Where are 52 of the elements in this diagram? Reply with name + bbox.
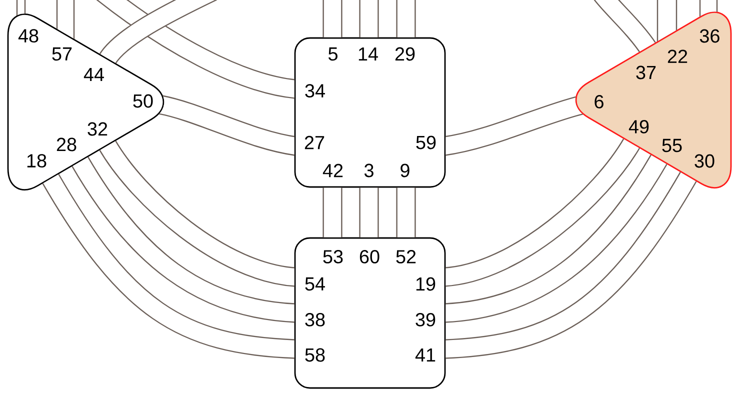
gate-number: 19: [416, 277, 436, 291]
gate-number: 18: [27, 154, 46, 168]
channel: [322, 0, 342, 39]
gate-number: 28: [56, 138, 76, 152]
gate-number: 37: [636, 66, 656, 80]
gate-number: 14: [358, 48, 378, 61]
gate-number: 42: [322, 164, 343, 178]
gate-number: 27: [304, 136, 324, 150]
gate-number: 36: [700, 29, 720, 43]
channel: [699, 0, 718, 18]
gate-number: 5: [328, 47, 338, 61]
gate-number: 49: [628, 120, 649, 134]
gate-number: 52: [396, 250, 416, 264]
channel: [99, 0, 218, 66]
channel: [16, 0, 26, 17]
gate-number: 58: [305, 348, 325, 362]
gate-number: 3: [364, 164, 374, 178]
channel: [56, 0, 75, 40]
gate-number: 9: [400, 164, 410, 178]
rounded-square: [294, 237, 446, 389]
channel: [359, 0, 379, 39]
gate-number: 22: [668, 50, 688, 63]
channel: [322, 186, 342, 239]
gate-number: 57: [52, 47, 72, 61]
gate-number: 30: [694, 154, 714, 168]
gate-number: 34: [305, 84, 325, 98]
channel: [656, 0, 678, 43]
channel: [42, 172, 297, 359]
gate-number: 60: [360, 250, 380, 264]
gate-number: 55: [662, 138, 682, 152]
gate-number: 48: [18, 29, 38, 42]
gate-number: 38: [305, 313, 325, 326]
gate-number: 41: [415, 348, 436, 362]
rounded-square: [294, 37, 446, 188]
channel: [443, 153, 668, 323]
gate-number: 59: [416, 136, 436, 150]
gate-number: 44: [84, 68, 104, 82]
gate-number: 39: [416, 313, 436, 326]
gate-number: 29: [395, 47, 415, 61]
gate-number: 53: [323, 250, 343, 264]
channel: [594, 0, 656, 54]
gate-number: 50: [133, 94, 153, 108]
gate-number: 54: [305, 277, 325, 291]
gate-number: 32: [88, 122, 108, 136]
channel: [443, 170, 698, 359]
channel: [71, 155, 297, 323]
channel: [396, 0, 416, 39]
channel: [359, 186, 379, 239]
channel: [396, 186, 416, 239]
rounded-triangle: [7, 14, 164, 190]
rounded-triangle: [575, 12, 732, 188]
gate-number: 6: [594, 95, 604, 108]
